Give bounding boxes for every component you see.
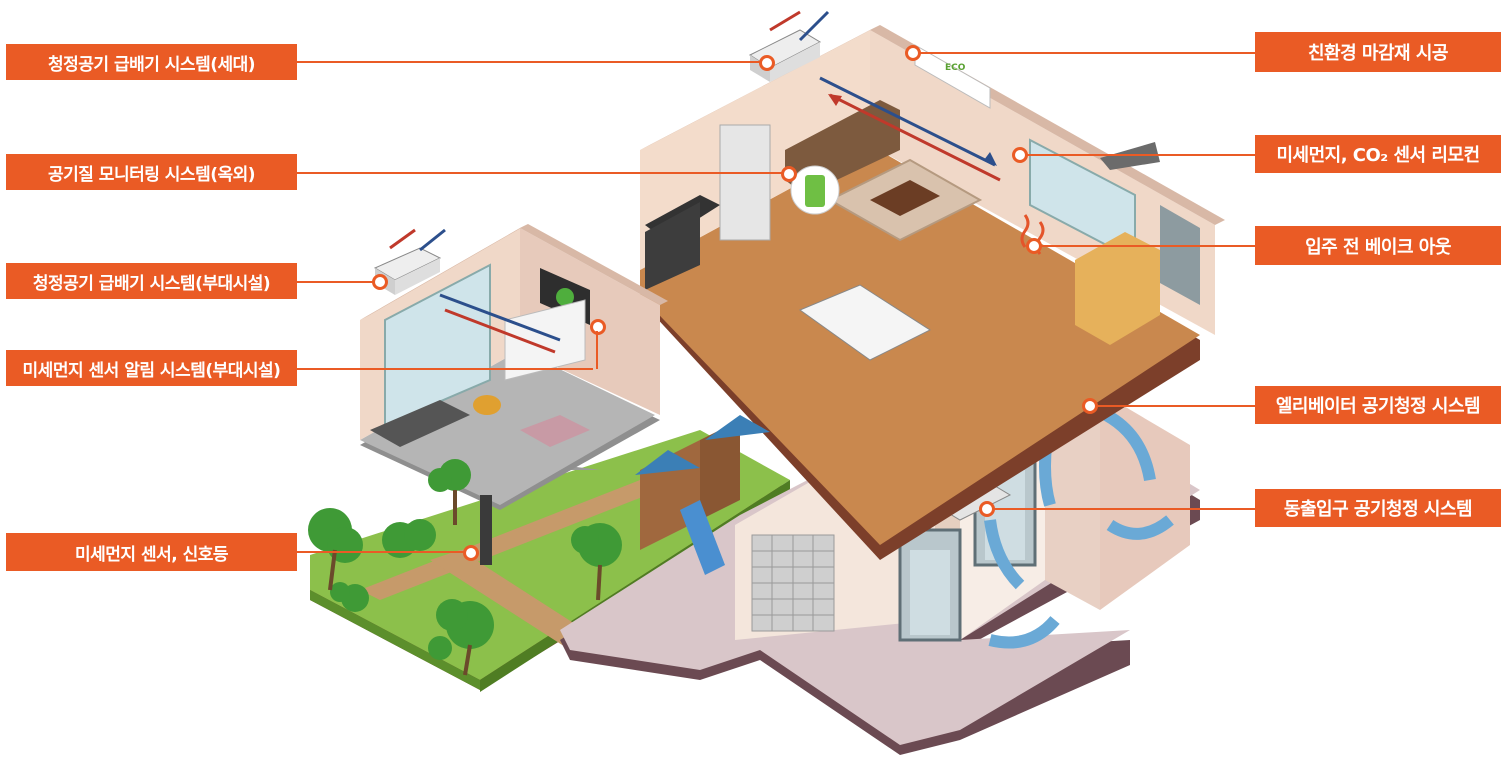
callout-dot-dust-signal [463, 545, 479, 561]
eco-tag: ECO [945, 63, 966, 73]
tree-trunks [328, 490, 602, 676]
label-dust-signal: 미세먼지 센서, 신호등 [6, 533, 297, 571]
label-ventilation-unit: 청정공기 급배기 시스템(세대) [6, 44, 297, 80]
apartment-unit: ECO [640, 10, 1225, 560]
label-lobby-air: 동출입구 공기청정 시스템 [1255, 489, 1501, 527]
label-eco-finish: 친환경 마감재 시공 [1255, 32, 1501, 72]
leader-line-eco-finish [915, 52, 1255, 54]
label-dust-alarm-amenity: 미세먼지 센서 알림 시스템(부대시설) [6, 350, 297, 386]
leader-line-dust-alarm-amenity [297, 368, 593, 370]
leader-line-dust-alarm-amenity-vertical [596, 331, 598, 369]
label-outdoor-monitoring: 공기질 모니터링 시스템(옥외) [6, 154, 297, 190]
callout-dot-lobby-air [979, 501, 995, 517]
leader-line-dust-co2-remote [1022, 154, 1255, 156]
callout-dot-ventilation-unit [759, 55, 775, 71]
callout-dot-eco-finish [905, 45, 921, 61]
leader-line-ventilation-unit [297, 61, 767, 63]
leader-line-dust-signal [297, 551, 467, 553]
leader-line-outdoor-monitoring [297, 172, 789, 174]
leader-line-ventilation-amenity [297, 281, 375, 283]
label-bake-out: 입주 전 베이크 아웃 [1255, 226, 1501, 265]
callout-dot-dust-alarm-amenity [590, 319, 606, 335]
callout-dot-bake-out [1026, 238, 1042, 254]
callout-dot-ventilation-amenity [372, 274, 388, 290]
label-ventilation-amenity: 청정공기 급배기 시스템(부대시설) [6, 263, 297, 299]
leader-line-elevator-air [1093, 405, 1255, 407]
label-dust-co2-remote: 미세먼지, CO₂ 센서 리모컨 [1255, 135, 1501, 173]
leader-line-lobby-air [990, 508, 1255, 510]
trees [308, 459, 622, 660]
label-elevator-air: 엘리베이터 공기청정 시스템 [1255, 386, 1501, 424]
leader-line-bake-out [1040, 245, 1255, 247]
callout-dot-dust-co2-remote [1012, 147, 1028, 163]
callout-dot-elevator-air [1082, 398, 1098, 414]
playground [635, 415, 770, 575]
dust-sensor-pole [480, 495, 492, 565]
callout-dot-outdoor-monitoring [781, 166, 797, 182]
